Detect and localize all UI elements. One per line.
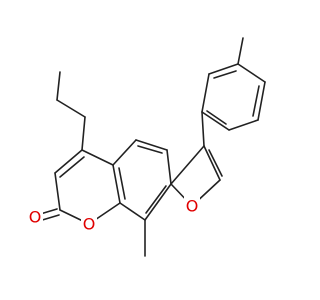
bond: [208, 149, 223, 177]
bond: [145, 185, 167, 214]
label-background: [81, 214, 97, 234]
furan-oxygen-label: O: [186, 197, 199, 216]
atom-labels: O O O: [27, 196, 200, 234]
label-background: [184, 196, 200, 216]
bond: [81, 116, 86, 151]
bond: [201, 111, 230, 131]
bond: [203, 145, 221, 181]
bond: [137, 145, 163, 154]
bond: [201, 111, 205, 147]
bond: [112, 139, 137, 166]
bond: [56, 99, 86, 118]
bond: [201, 73, 210, 113]
bond: [208, 63, 239, 75]
bond: [118, 167, 126, 200]
bond: [166, 149, 172, 185]
bond: [257, 81, 266, 121]
bond: [54, 149, 83, 174]
carbonyl-oxygen-label: O: [29, 208, 42, 227]
bond: [170, 145, 205, 185]
bond: [56, 71, 61, 101]
bond: [228, 119, 259, 131]
bond: [206, 110, 227, 125]
bond: [144, 183, 172, 221]
ring-oxygen-label: O: [83, 215, 96, 234]
bond: [59, 156, 85, 178]
bond: [252, 85, 260, 117]
bond: [237, 37, 244, 65]
label-background: [27, 207, 43, 227]
bond: [213, 70, 237, 79]
bond: [237, 63, 266, 83]
bond: [119, 202, 146, 221]
bond: [112, 164, 121, 204]
bond: [54, 172, 61, 211]
molecule-diagram: O O O: [27, 37, 266, 257]
bond: [135, 139, 168, 151]
bond: [81, 149, 114, 166]
bonds: [36, 37, 266, 257]
